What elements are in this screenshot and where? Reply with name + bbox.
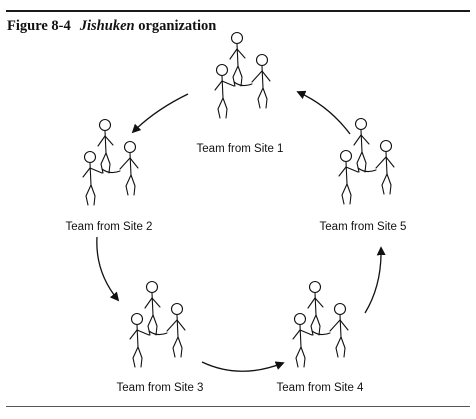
person-head-icon — [339, 149, 353, 163]
stick-figure-icon — [214, 63, 235, 119]
person-head-icon — [308, 280, 322, 294]
person-head-icon — [293, 312, 307, 326]
stick-figure-icon — [307, 280, 324, 336]
stick-figure-icon — [251, 53, 271, 109]
person-head-icon — [379, 139, 393, 153]
figure-title-italic: Jishuken — [79, 18, 135, 34]
stick-figure-icon — [129, 312, 150, 368]
team-label-site-2: Team from Site 2 — [66, 221, 153, 233]
team-label-site-1: Team from Site 1 — [197, 143, 284, 155]
figure-title-rest: organization — [138, 18, 217, 34]
arrow-site3-to-site4 — [201, 361, 285, 372]
person-head-icon — [123, 140, 137, 154]
person-head-icon — [83, 150, 97, 164]
team-group-site-2 — [82, 118, 139, 206]
figure-caption: Figure 8-4 Jishuken organization — [7, 18, 216, 35]
person-head-icon — [170, 302, 184, 316]
person-head-icon — [145, 280, 159, 294]
team-label-site-3: Team from Site 3 — [117, 382, 204, 394]
person-head-icon — [255, 53, 269, 67]
person-head-icon — [354, 117, 368, 131]
top-rule — [6, 10, 470, 12]
person-head-icon — [333, 302, 347, 316]
arrow-site2-to-site3 — [96, 236, 120, 302]
team-group-site-4 — [292, 280, 349, 368]
arrow-site5-to-site1 — [296, 90, 351, 135]
person-head-icon — [98, 118, 112, 132]
person-head-icon — [215, 63, 229, 77]
stick-figure-icon — [338, 149, 359, 205]
stick-figure-icon — [329, 302, 349, 358]
person-head-icon — [230, 31, 244, 45]
team-group-site-1 — [214, 31, 271, 119]
stick-figure-icon — [82, 150, 103, 206]
bottom-rule — [6, 406, 470, 407]
arrow-site1-to-site2 — [131, 93, 189, 134]
team-group-site-3 — [129, 280, 186, 368]
stick-figure-icon — [144, 280, 161, 336]
stick-figure-icon — [292, 312, 313, 368]
stick-figure-icon — [97, 118, 114, 174]
stick-figure-icon — [375, 139, 395, 195]
team-group-site-5 — [338, 117, 395, 205]
stick-figure-icon — [119, 140, 139, 196]
arrows-group — [96, 90, 386, 372]
stick-figure-icon — [166, 302, 186, 358]
stick-figure-icon — [229, 31, 246, 87]
arrow-site4-to-site5 — [364, 246, 386, 314]
stick-figure-icon — [353, 117, 370, 173]
team-label-site-4: Team from Site 4 — [277, 382, 365, 394]
person-head-icon — [130, 312, 144, 326]
team-label-site-5: Team from Site 5 — [320, 221, 407, 233]
figure-number: Figure 8-4 — [7, 18, 71, 34]
